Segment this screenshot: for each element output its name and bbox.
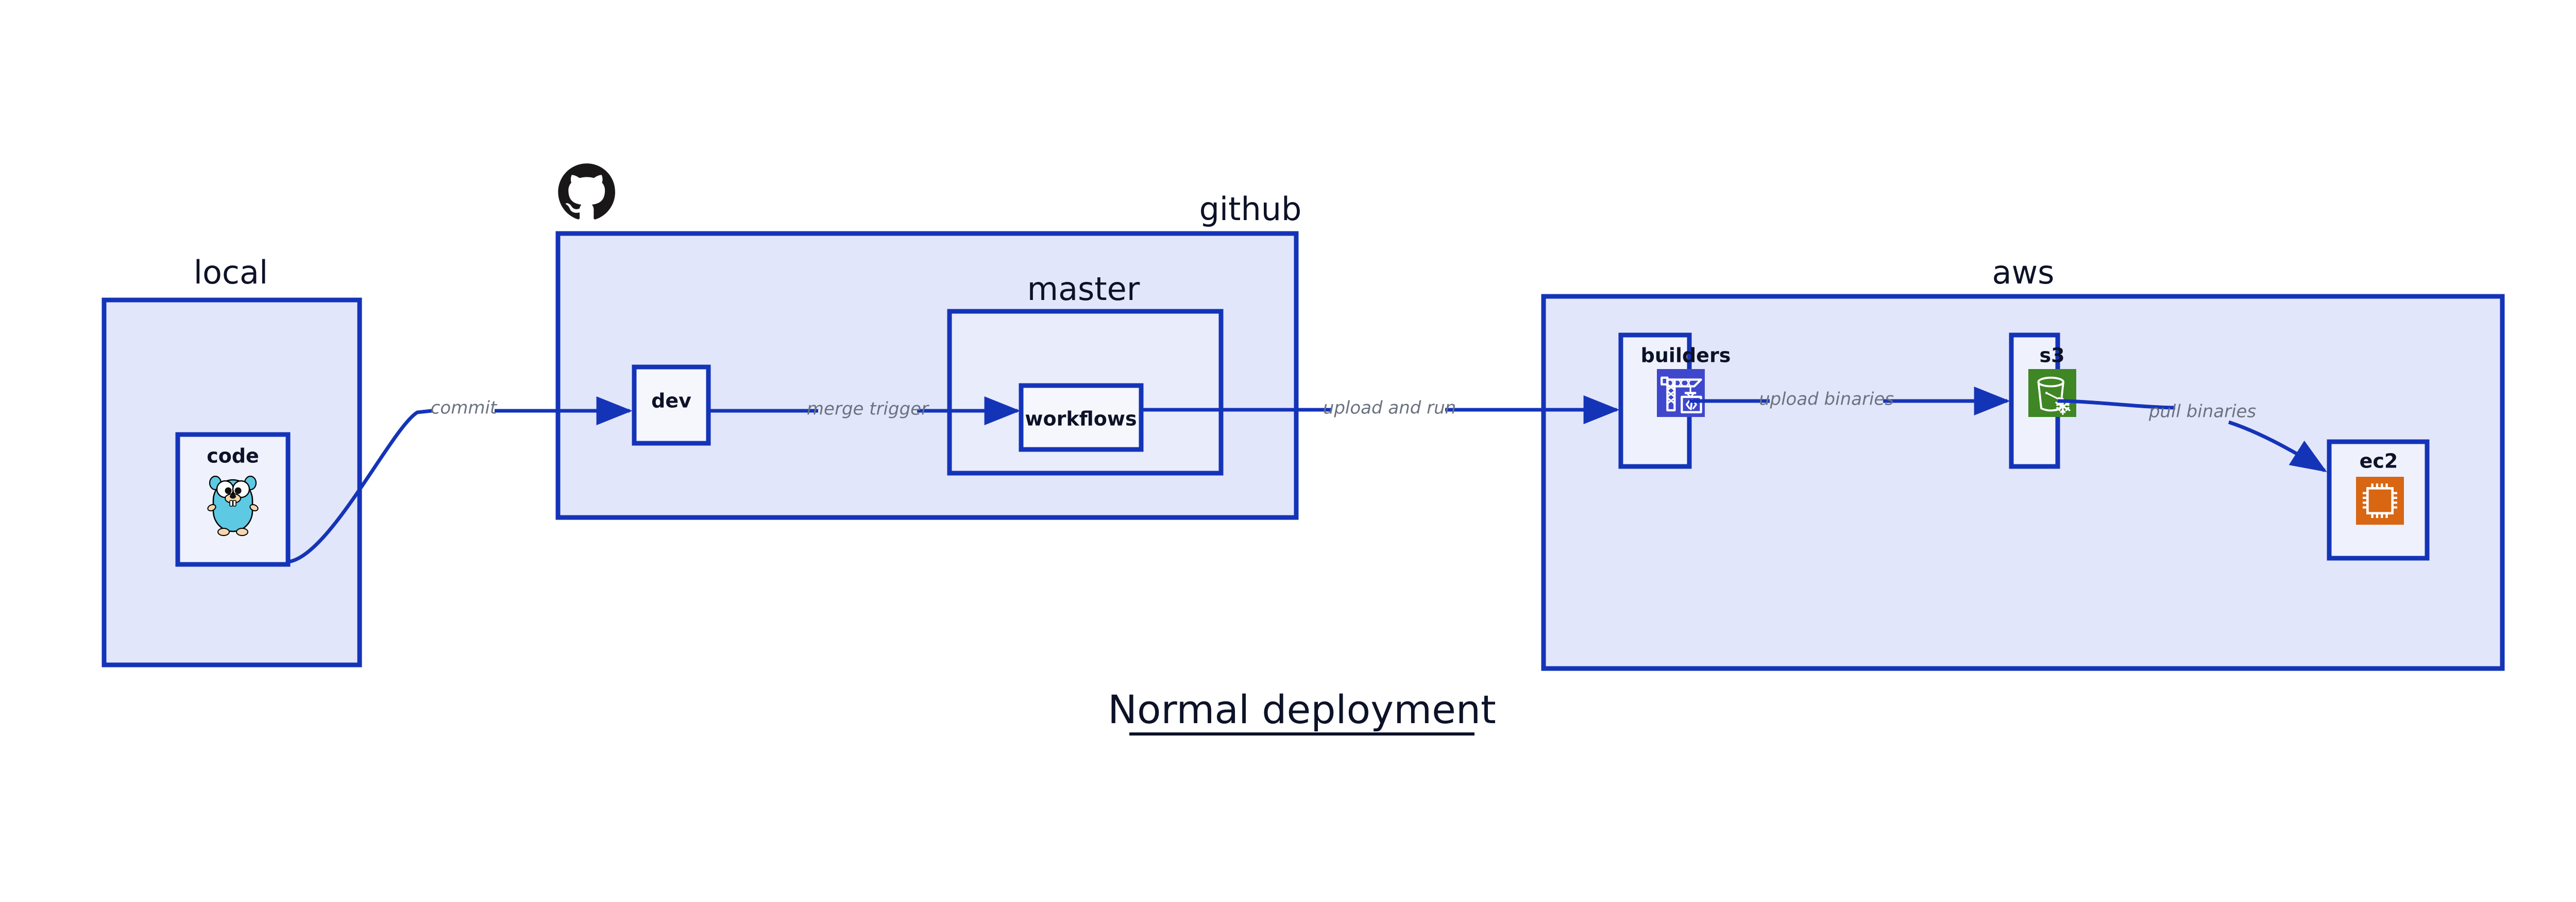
node-dev-label: dev [651, 390, 691, 412]
node-workflows[interactable]: workflows [1019, 383, 1144, 452]
edge-code-to-dev-curve[interactable] [287, 409, 432, 564]
edge-workflows-to-builders-label: upload and run [1323, 398, 1456, 419]
edge-s3-to-ec2-curve-b[interactable] [2228, 420, 2327, 473]
edge-builders-to-s3: upload binaries [1689, 387, 2010, 415]
node-code[interactable]: code [175, 432, 291, 567]
node-ec2-label: ec2 [2360, 450, 2398, 473]
subgroup-master-label: master [1027, 270, 1140, 308]
group-github: github master workflows dev [555, 163, 1302, 520]
edge-dev-to-workflows-label: merge trigger [807, 399, 929, 420]
edge-dev-to-workflows: merge trigger [708, 396, 1021, 425]
page-title: Normal deployment [1108, 687, 1496, 732]
edge-code-to-dev-label: commit [431, 398, 498, 419]
diagram-title: Normal deployment [1108, 687, 1496, 736]
node-workflows-label: workflows [1025, 408, 1137, 430]
node-dev-box[interactable] [632, 364, 711, 446]
subgroup-master: master workflows [947, 270, 1224, 476]
edge-s3-to-ec2: pull binaries [2057, 399, 2327, 473]
edge-code-to-dev: commit [287, 396, 633, 564]
node-s3-label: s3 [2039, 344, 2064, 367]
edge-builders-to-s3-label: upload binaries [1759, 389, 1894, 410]
node-dev[interactable]: dev [632, 364, 711, 446]
node-builders-label: builders [1641, 344, 1731, 367]
edge-s3-to-ec2-label: pull binaries [2148, 402, 2256, 422]
group-local-label: local [194, 254, 268, 291]
aws-ec2-icon [2356, 477, 2404, 525]
group-aws: aws builders s3 ec2 [1541, 254, 2505, 671]
edge-workflows-to-builders: upload and run [1141, 395, 1620, 424]
node-code-label: code [207, 445, 259, 467]
node-ec2[interactable]: ec2 [2327, 439, 2430, 561]
group-github-label: github [1199, 190, 1302, 228]
edge-s3-to-ec2-curve-a[interactable] [2057, 399, 2176, 410]
node-s3[interactable]: s3 [2009, 332, 2077, 469]
aws-codebuild-icon [1657, 369, 1705, 417]
node-workflows-box[interactable] [1019, 383, 1144, 452]
node-builders[interactable]: builders [1618, 332, 1731, 469]
aws-s3-glacier-icon [2027, 368, 2077, 418]
group-aws-label: aws [1992, 254, 2054, 291]
group-local: local code [101, 254, 362, 667]
github-logo-icon [558, 163, 615, 220]
